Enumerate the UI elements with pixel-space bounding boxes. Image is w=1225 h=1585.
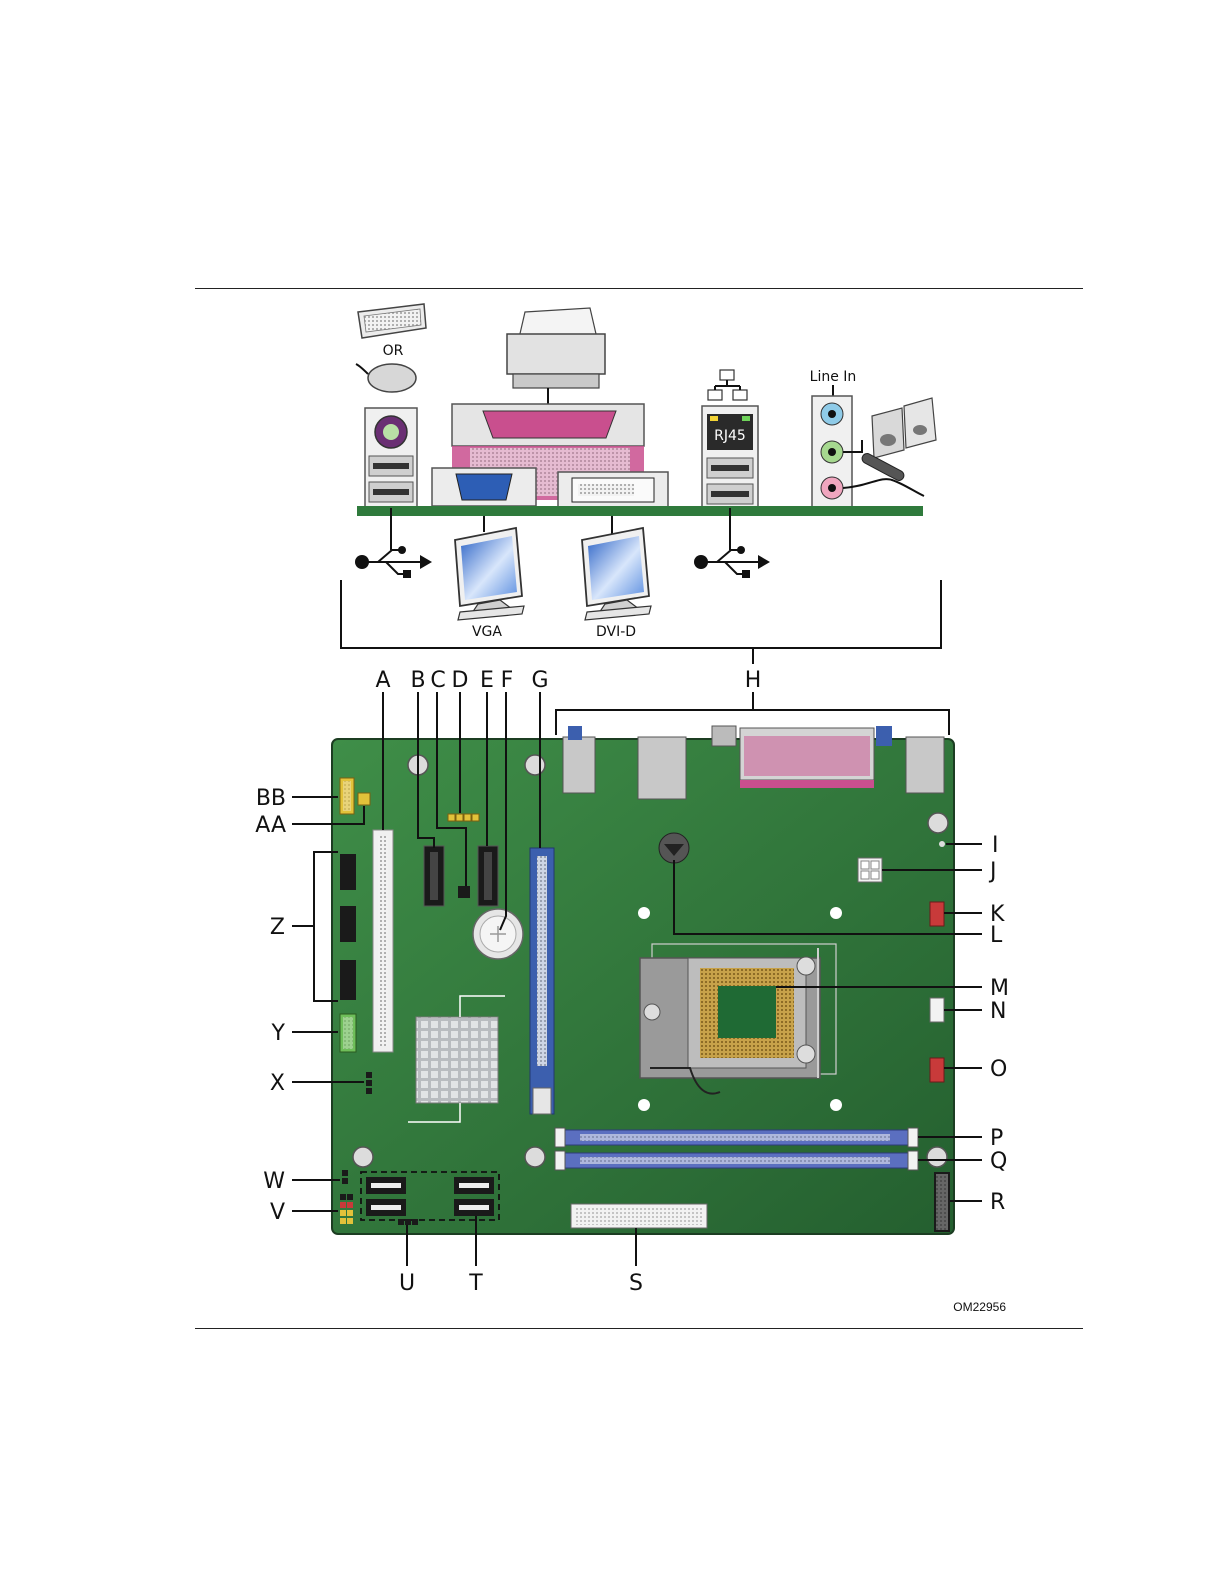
callout-o: O	[990, 1057, 1007, 1082]
callout-m: M	[990, 976, 1009, 1001]
line-in-label: Line In	[810, 369, 857, 385]
ps2-usb-stack	[365, 408, 417, 508]
dvi-monitor-icon	[582, 528, 651, 620]
callout-h: H	[745, 668, 762, 693]
header-r	[934, 1172, 950, 1232]
callout-u: U	[399, 1271, 415, 1296]
motherboard	[332, 726, 954, 1234]
callout-i: I	[992, 833, 999, 858]
mouse-icon	[356, 364, 416, 392]
callout-n: N	[990, 999, 1006, 1024]
microphone-icon	[843, 452, 924, 496]
header-bb	[340, 778, 354, 814]
callout-q: Q	[990, 1149, 1007, 1174]
callout-d: D	[452, 668, 469, 693]
callout-y: Y	[271, 1021, 286, 1046]
callout-aa: AA	[255, 813, 286, 838]
led-i	[939, 841, 945, 847]
callout-f: F	[501, 668, 514, 693]
rj45-label: RJ45	[714, 428, 746, 444]
chipset-heatsink	[416, 1017, 498, 1103]
dvi-label: DVI-D	[596, 624, 636, 640]
atx-power-connector	[571, 1204, 707, 1228]
pcie-x16-slot	[530, 848, 554, 1114]
keyboard-icon	[358, 304, 426, 338]
callout-w: W	[263, 1169, 285, 1194]
atx12v-connector	[858, 858, 882, 882]
callout-z: Z	[270, 915, 285, 940]
back-panel-io: OR	[341, 304, 941, 664]
callout-v: V	[270, 1200, 285, 1225]
callout-j: J	[988, 859, 997, 884]
vga-port	[432, 468, 536, 532]
or-label: OR	[383, 343, 404, 359]
speakers-icon	[872, 398, 936, 458]
callout-x: X	[270, 1071, 285, 1096]
pcie-x1-slot-b	[424, 846, 444, 906]
usb-icon	[694, 546, 770, 578]
usb-headers-z	[340, 854, 356, 1000]
header-aa	[358, 793, 370, 805]
header-d	[448, 814, 479, 821]
vga-label: VGA	[472, 624, 502, 640]
io-board-edge	[357, 506, 923, 516]
fan-header-o	[930, 1058, 944, 1082]
callout-p: P	[990, 1126, 1003, 1151]
fan-header-n	[930, 998, 944, 1022]
capacitor	[659, 833, 689, 863]
figure-id: OM22956	[953, 1300, 1006, 1314]
network-icon	[708, 370, 747, 400]
callout-g: G	[531, 668, 548, 693]
callout-r: R	[990, 1190, 1005, 1215]
pci-slot	[373, 830, 393, 1052]
callout-s: S	[629, 1271, 643, 1296]
fan-header-k	[930, 902, 944, 926]
callout-a: A	[375, 668, 390, 693]
chip-c	[458, 886, 470, 898]
callout-e: E	[480, 668, 494, 693]
dimm-slot-p	[555, 1128, 918, 1147]
callout-c: C	[430, 668, 445, 693]
header-u	[398, 1219, 418, 1225]
vga-monitor-icon	[455, 528, 524, 620]
callout-bb: BB	[256, 786, 286, 811]
pcie-x1-slot-e	[478, 846, 498, 906]
dimm-slot-q	[555, 1151, 918, 1170]
header-y	[340, 1014, 356, 1052]
dvi-port	[558, 472, 668, 536]
callout-b: B	[410, 668, 425, 693]
cpu-socket	[640, 944, 836, 1094]
usb-icon	[355, 546, 432, 578]
callout-t: T	[468, 1271, 483, 1296]
header-x	[366, 1072, 372, 1094]
rj45-usb-stack: RJ45	[702, 406, 758, 508]
callout-l: L	[990, 923, 1003, 948]
battery	[473, 909, 523, 959]
printer-icon	[507, 308, 605, 408]
